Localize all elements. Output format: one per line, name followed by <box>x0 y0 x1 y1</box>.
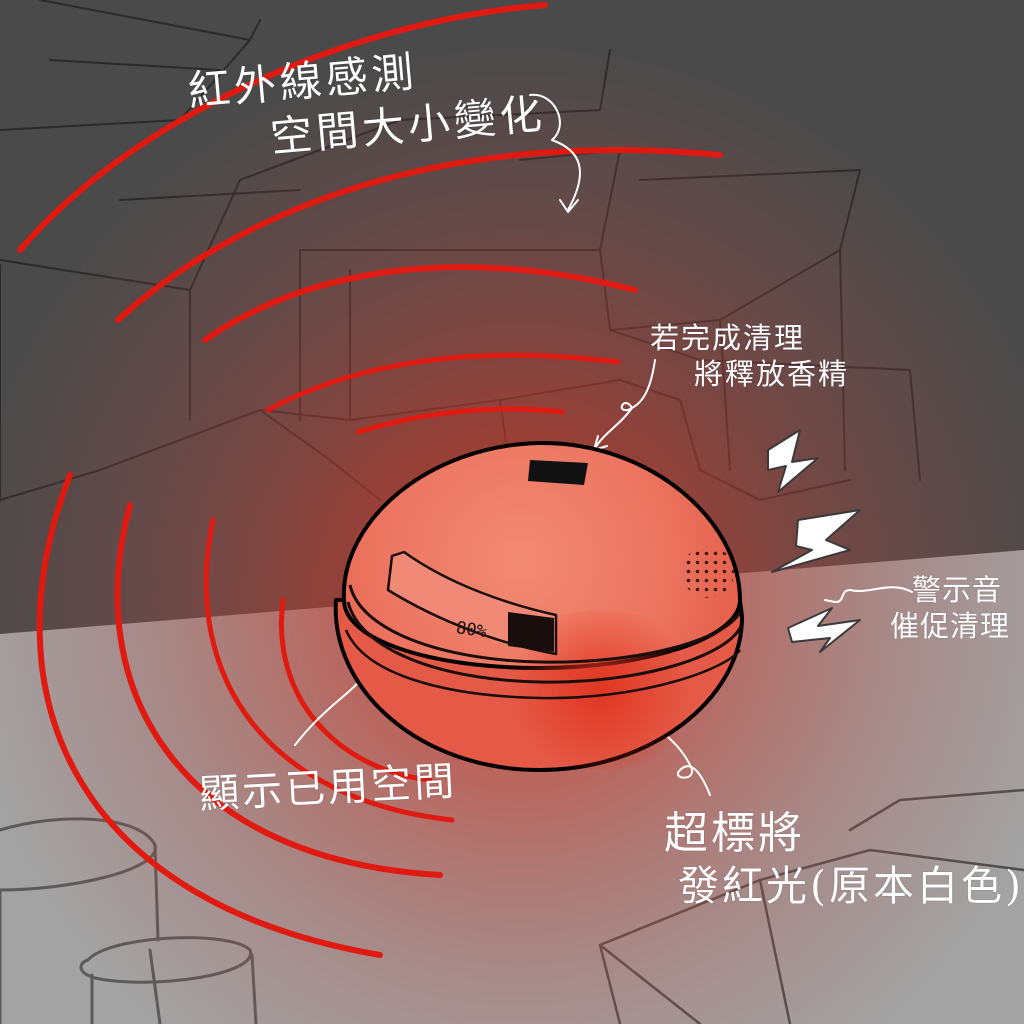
annotation-alarm-line1: 警示音 <box>890 572 1010 608</box>
display-bar-fill <box>508 612 554 652</box>
annotation-redlight-line1: 超標將 <box>664 806 1024 861</box>
speaker-grille <box>682 546 734 598</box>
fragrance-vent <box>528 460 588 485</box>
annotation-alarm: 警示音 催促清理 <box>890 572 1010 645</box>
annotation-fragrance-line1: 若完成清理 <box>650 320 849 356</box>
smart-bin-device: 80% <box>336 443 742 770</box>
annotation-red-light: 超標將 發紅光(原本白色) <box>664 806 1024 912</box>
annotation-alarm-line2: 催促清理 <box>890 608 1010 644</box>
annotation-fragrance-line2: 將釋放香精 <box>650 356 849 392</box>
annotation-redlight-line2: 發紅光(原本白色) <box>664 861 1024 912</box>
annotation-fragrance: 若完成清理 將釋放香精 <box>650 320 849 393</box>
capacity-percent: 80% <box>455 618 488 642</box>
